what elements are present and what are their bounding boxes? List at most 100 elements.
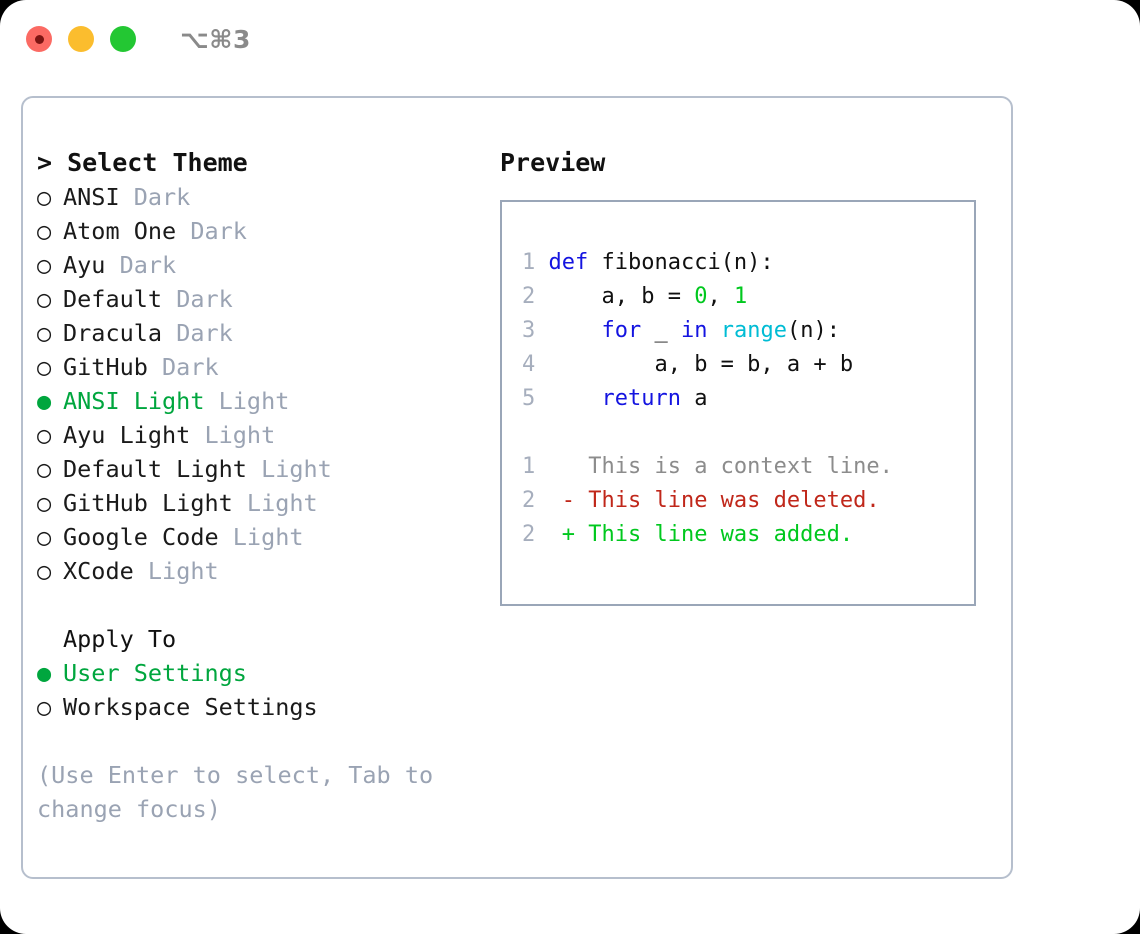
theme-option-dracula[interactable]: ○ Dracula Dark <box>37 316 477 350</box>
theme-option-label: ANSI <box>63 183 120 211</box>
radio-unselected-icon: ○ <box>37 455 52 483</box>
close-button[interactable] <box>26 26 52 52</box>
code-token-kw: for <box>601 318 642 343</box>
theme-option-variant: Dark <box>147 353 219 381</box>
theme-option-label: Dracula <box>63 319 163 347</box>
theme-option-label: Ayu Light <box>63 421 191 449</box>
theme-option-variant: Light <box>190 421 276 449</box>
line-number: 2 <box>522 488 549 513</box>
theme-option-label: GitHub Light <box>63 489 233 517</box>
main-panel: > Select Theme ○ANSI Dark○Atom One Dark○… <box>21 96 1013 879</box>
code-token-plain <box>707 318 720 343</box>
panel-columns: > Select Theme ○ANSI Dark○Atom One Dark○… <box>23 98 1011 877</box>
theme-option-ansi-light[interactable]: ●ANSI Light Light <box>37 384 477 418</box>
code-token-fn: range <box>720 318 787 343</box>
code-token-plain: a <box>680 386 708 411</box>
list-spacer <box>37 588 477 622</box>
diff-line-text: This is a context line. <box>548 454 893 479</box>
theme-option-xcode[interactable]: ○ XCode Light <box>37 554 477 588</box>
keyboard-shortcut-label: ⌥⌘3 <box>180 24 251 54</box>
code-token-kw: return <box>601 386 681 411</box>
radio-unselected-icon: ○ <box>37 353 52 381</box>
code-token-plain <box>549 386 602 411</box>
theme-list[interactable]: ○ANSI Dark○Atom One Dark○Ayu Dark○Defaul… <box>37 180 477 588</box>
code-line: 2 a, b = 0, 1 <box>522 280 974 314</box>
radio-unselected-icon: ○ <box>37 285 52 313</box>
apply-to-option-label: Workspace Settings <box>63 693 318 721</box>
diff-line-ctx: 1 This is a context line. <box>522 450 974 484</box>
apply-to-list[interactable]: ● User Settings ○ Workspace Settings <box>37 656 477 724</box>
radio-unselected-icon: ○ <box>37 251 52 279</box>
theme-option-variant: Light <box>204 387 290 415</box>
maximize-button[interactable] <box>110 26 136 52</box>
code-token-kw: def <box>548 250 602 275</box>
radio-unselected-icon: ○ <box>37 319 52 347</box>
radio-unselected-icon: ○ <box>37 693 52 721</box>
theme-option-atom-one[interactable]: ○ Atom One Dark <box>37 214 477 248</box>
theme-option-variant: Light <box>133 557 219 585</box>
code-token-num: 1 <box>733 284 748 309</box>
radio-unselected-icon: ○ <box>37 421 52 449</box>
radio-unselected-icon: ○ <box>37 489 52 517</box>
theme-option-google-code[interactable]: ○ Google Code Light <box>37 520 477 554</box>
diff-line-del: 2 - This line was deleted. <box>522 484 974 518</box>
theme-option-variant: Dark <box>105 251 177 279</box>
code-token-plain: a, b = b, a + b <box>548 352 854 377</box>
radio-unselected-icon: ○ <box>37 557 52 585</box>
window-titlebar: ⌥⌘3 <box>0 0 1140 78</box>
minimize-button[interactable] <box>68 26 94 52</box>
diff-line-add: 2 + This line was added. <box>522 518 974 552</box>
apply-to-header: Apply To <box>63 625 177 653</box>
keyboard-hint: (Use Enter to select, Tab to change focu… <box>37 761 448 823</box>
theme-selection-column: > Select Theme ○ANSI Dark○Atom One Dark○… <box>37 146 477 826</box>
code-line: 4 a, b = b, a + b <box>522 348 974 382</box>
line-number: 1 <box>522 250 549 275</box>
theme-option-label: XCode <box>63 557 134 585</box>
code-line: 3 for _ in range(n): <box>522 314 974 348</box>
theme-option-default[interactable]: ○Default Dark <box>37 282 477 316</box>
code-token-kw: in <box>680 318 708 343</box>
code-token-plain: _ <box>641 318 681 343</box>
close-icon <box>34 34 44 44</box>
line-number: 1 <box>522 454 549 479</box>
theme-option-ansi[interactable]: ○ANSI Dark <box>37 180 477 214</box>
radio-selected-icon: ● <box>37 659 52 687</box>
radio-unselected-icon: ○ <box>37 217 52 245</box>
theme-option-github-light[interactable]: ○ GitHub Light Light <box>37 486 477 520</box>
radio-unselected-icon: ○ <box>37 523 52 551</box>
theme-option-label: Ayu <box>63 251 106 279</box>
apply-to-option-label: User Settings <box>63 659 247 687</box>
diff-line-text: - This line was deleted. <box>548 488 880 513</box>
theme-option-label: Google Code <box>63 523 219 551</box>
apply-to-option-user-settings[interactable]: ● User Settings <box>37 656 477 690</box>
theme-option-ayu-light[interactable]: ○ Ayu Light Light <box>37 418 477 452</box>
theme-option-label: GitHub <box>63 353 148 381</box>
code-token-plain: , <box>707 284 734 309</box>
code-line: 1 def fibonacci(n): <box>522 246 974 280</box>
theme-option-variant: Dark <box>162 319 233 347</box>
line-number: 3 <box>522 318 549 343</box>
theme-option-variant: Dark <box>176 217 247 245</box>
code-token-plain <box>549 318 602 343</box>
theme-option-variant: Light <box>218 523 304 551</box>
theme-option-ayu[interactable]: ○ Ayu Dark <box>37 248 477 282</box>
line-number: 2 <box>522 284 549 309</box>
code-line: 5 return a <box>522 382 974 416</box>
theme-option-variant: Light <box>232 489 318 517</box>
theme-option-label: Default <box>63 285 163 313</box>
code-diff-spacer <box>522 416 974 450</box>
preview-column: Preview 1 def fibonacci(n):2 a, b = 0, 1… <box>500 146 1000 606</box>
preview-header: Preview <box>500 148 606 177</box>
theme-option-label: Atom One <box>63 217 177 245</box>
line-number: 5 <box>522 386 549 411</box>
code-token-plain: (n): <box>786 318 840 343</box>
diff-sample: 1 This is a context line.2 - This line w… <box>522 450 974 552</box>
theme-option-github[interactable]: ○ GitHub Dark <box>37 350 477 384</box>
apply-to-option-workspace-settings[interactable]: ○ Workspace Settings <box>37 690 477 724</box>
theme-option-variant: Light <box>246 455 332 483</box>
diff-line-text: + This line was added. <box>548 522 854 547</box>
theme-option-default-light[interactable]: ○Default Light Light <box>37 452 477 486</box>
select-theme-header: > Select Theme <box>37 148 248 177</box>
